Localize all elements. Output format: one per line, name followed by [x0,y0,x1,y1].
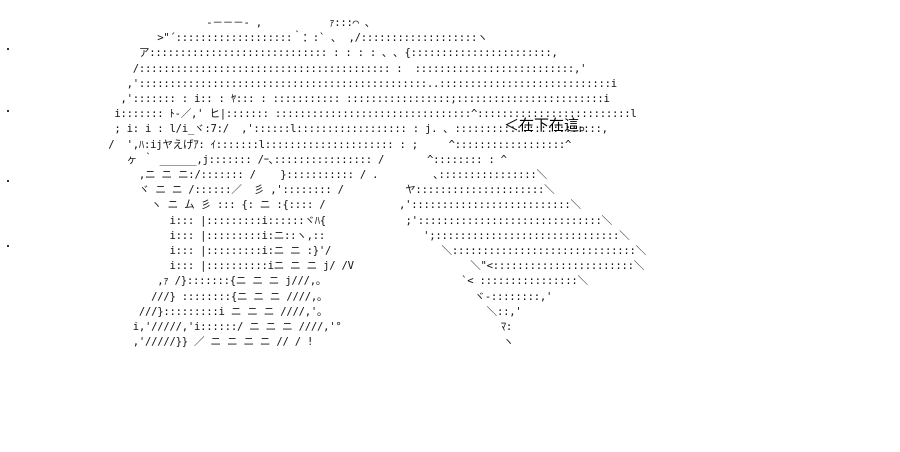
art-line: ,ニ ニ ニ:/::::::: / }::::::::::: / . ､::::… [96,169,547,182]
art-line: ,'::::::: : i:: : ﾔ::: : ::::::::::: :::… [96,93,610,106]
art-line: i::: |:::::::::i:ニ ニ :}'/ ＼:::::::::::::… [96,245,647,258]
art-line: /:::::::::::::::::::::::::::::::::::::::… [96,62,587,75]
art-line: ヾ ニ ニ /::::::／ 彡 ,':::::::: / ヤ:::::::::… [96,184,555,197]
art-line: >"´:::::::::::::::::::｀：:` ､ ,/:::::::::… [96,32,488,45]
art-line: ,ｧ /}:::::::{ニ ニ ニ j///,。 `< :::::::::::… [96,275,588,288]
speech-caption: ＜在下在這。 [504,116,595,134]
art-line: ; i: i : l/i_ヾ:7:/ ,'::::::l::::::::::::… [96,123,608,136]
margin-dot [7,110,9,112]
art-line: ヶ ｀ ______,j::::::: /ｰ､:::::::::::::::: … [96,153,507,166]
art-line: ///} ::::::::{ニ ニ ニ ////,。 ヾ-::::::::,' [96,290,553,303]
art-line: i::: |::::::::::iニ ニ ニ j/ /V ＼"<::::::::… [96,260,645,273]
margin-dot [7,245,9,247]
art-line: ,'::::::::::::::::::::::::::::::::::::::… [96,77,618,90]
art-line: -－－－- , ｧ:::⌒ ､ [96,17,370,29]
ascii-art-figure: -－－－- , ｧ:::⌒ ､ >"´:::::::::::::::::::｀：… [96,16,646,350]
art-line: / ',ﾊ:ijヤえげｱ: ｲ:::::::l:::::::::::::::::… [96,138,572,151]
art-line: ヽ ニ ム 彡 ::: {: ニ :{:::: / ,'::::::::::::… [96,199,581,212]
art-line: i::: |:::::::::i:ニ::ヽ,:: ';:::::::::::::… [96,229,630,242]
art-line: ,'/////}} ／ ニ ニ ニ ニ // / ! ヽ [96,336,514,349]
margin-dot [7,180,9,182]
art-line: i::: |:::::::::i::::::ヾﾊ{ ;'::::::::::::… [96,214,613,227]
margin-dot [7,48,9,50]
art-line: ///}:::::::::i ニ ニ ニ ////,'。 ＼::,' [96,305,522,318]
art-line: ア::::::::::::::::::::::::::::: : : : : ､… [96,47,558,60]
art-line: i::::::: ﾄ-／,' ヒ|::::::: :::::::::::::::… [96,108,637,121]
art-line: i,'/////,'i::::::/ ニ ニ ニ ////,'° ﾏ: [96,321,513,334]
